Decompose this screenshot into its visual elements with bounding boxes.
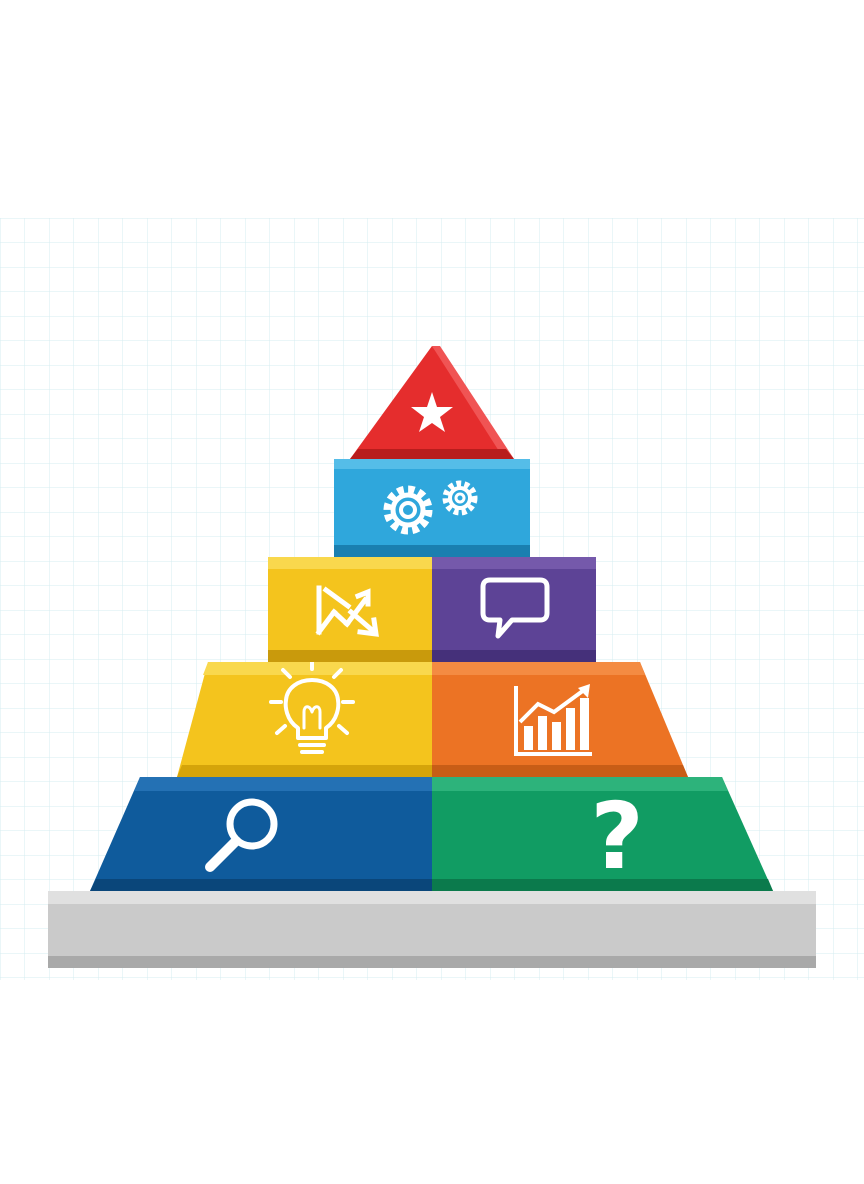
gears-icon xyxy=(383,480,478,535)
block-base-green: ? xyxy=(432,777,773,891)
magnifier-icon xyxy=(205,798,278,872)
block-level3-purple xyxy=(432,557,596,662)
tier-base: ? xyxy=(90,777,773,891)
block-base-blue xyxy=(90,777,432,891)
block-level2-blue xyxy=(334,459,530,557)
block-top-red xyxy=(350,346,514,459)
question-mark-icon: ? xyxy=(590,783,643,890)
split-arrows-icon xyxy=(315,585,379,637)
block-level3-yellow xyxy=(268,557,432,662)
tier-level-4 xyxy=(177,658,688,777)
bar-chart-growth-icon xyxy=(514,684,592,756)
tier-top xyxy=(350,346,514,459)
lightbulb-icon xyxy=(269,658,355,754)
plinth xyxy=(48,891,816,968)
block-level4-yellow xyxy=(177,658,432,777)
speech-bubble-icon xyxy=(480,577,550,639)
tier-level-3 xyxy=(268,557,596,662)
block-level4-orange xyxy=(432,662,688,777)
tier-level-2 xyxy=(334,459,530,557)
star-icon xyxy=(411,392,453,432)
